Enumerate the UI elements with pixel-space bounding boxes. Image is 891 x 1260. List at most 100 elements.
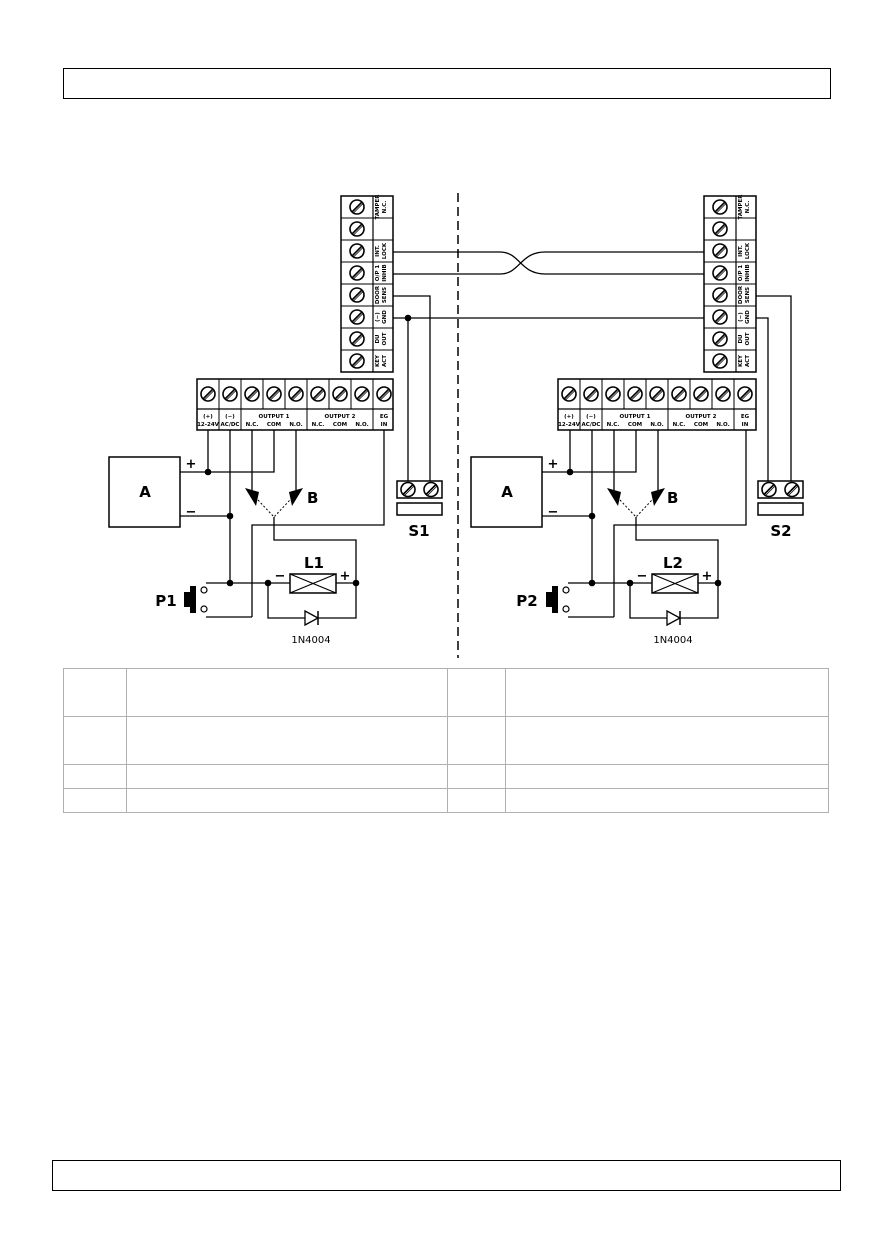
terminal-label: N.C. (246, 422, 259, 428)
terminal-screw-icon (671, 386, 687, 402)
legend-cell (63, 716, 127, 765)
terminal-screw-icon (737, 386, 753, 402)
terminal-label: IN (381, 422, 388, 428)
legend-cell (126, 788, 448, 813)
terminal-screw-icon (354, 386, 370, 402)
sensor-label-left: S1 (408, 522, 429, 540)
legend-cell (447, 668, 506, 717)
terminal-screw-icon (627, 386, 643, 402)
terminal-label: ACT (382, 355, 388, 367)
table-row (63, 668, 829, 717)
terminal-label: SENS (745, 287, 751, 303)
header-box (63, 68, 831, 99)
terminal-label: (−) (375, 312, 381, 322)
lock-plus-right: + (702, 569, 713, 584)
terminal-label: COM (628, 422, 642, 428)
terminal-label: N.O. (289, 422, 302, 428)
terminal-screw-icon (349, 287, 365, 303)
terminal-screw-icon (349, 309, 365, 325)
terminal-screw-icon (561, 386, 577, 402)
terminal-screw-icon (310, 386, 326, 402)
terminal-screw-icon (288, 386, 304, 402)
legend-cell (63, 764, 127, 789)
legend-cell (447, 788, 506, 813)
terminal-label: OUTPUT 2 (325, 414, 356, 420)
terminal-label: N.C. (745, 201, 751, 214)
terminal-label: (+) (564, 414, 574, 420)
terminal-label: EG (380, 414, 389, 420)
terminal-label: (−) (225, 414, 235, 420)
terminal-screw-icon (712, 309, 728, 325)
terminal-screw-icon (712, 199, 728, 215)
terminal-label: N.O. (355, 422, 368, 428)
terminal-label: COM (267, 422, 281, 428)
table-row (63, 788, 829, 813)
terminal-screw-icon (712, 331, 728, 347)
button-label-right: P2 (516, 592, 537, 610)
terminal-label: OUTPUT 2 (686, 414, 717, 420)
terminal-label: INT. (375, 245, 381, 257)
legend-cell (505, 668, 829, 717)
supply-plus-right: + (548, 457, 559, 472)
terminal-label: AC/DC (221, 422, 240, 428)
terminal-screw-icon (349, 331, 365, 347)
terminal-label: 12-24V (197, 422, 220, 428)
terminal-label: O/P 1 (375, 265, 381, 282)
terminal-screw-icon (349, 265, 365, 281)
terminal-screw-icon (712, 287, 728, 303)
terminal-label: LOCK (382, 242, 388, 259)
terminal-label: EG (741, 414, 750, 420)
terminal-screw-icon (349, 199, 365, 215)
lock-label-right: L2 (663, 554, 683, 572)
table-row (63, 764, 829, 789)
terminal-label: 12-24V (558, 422, 581, 428)
sensor-label-right: S2 (770, 522, 791, 540)
legend-cell (63, 668, 127, 717)
terminal-label: TAMPER (375, 194, 381, 220)
diode-label-right: 1N4004 (653, 635, 692, 646)
terminal-label: INT. (738, 245, 744, 257)
terminal-screw-icon (693, 386, 709, 402)
terminal-label: COM (694, 422, 708, 428)
terminal-label: INHIB (382, 264, 388, 282)
terminal-label: GND (745, 310, 751, 324)
legend-cell (63, 788, 127, 813)
terminal-label: INHIB (745, 264, 751, 282)
terminal-label: O/P 1 (738, 265, 744, 282)
supply-minus-right: − (548, 505, 559, 520)
terminal-screw-icon (712, 353, 728, 369)
power-supply-label-left: A (139, 483, 151, 501)
terminal-label: N.C. (312, 422, 325, 428)
legend-table (63, 668, 829, 813)
terminal-label: KEY (375, 354, 381, 367)
terminal-label: AC/DC (582, 422, 601, 428)
terminal-screw-icon (222, 386, 238, 402)
legend-cell (126, 716, 448, 765)
terminal-screw-icon (349, 243, 365, 259)
legend-cell (505, 788, 829, 813)
terminal-screw-icon (376, 386, 392, 402)
legend-cell (447, 764, 506, 789)
terminal-label: DU (375, 334, 381, 343)
terminal-screw-icon (715, 386, 731, 402)
button-label-left: P1 (155, 592, 176, 610)
terminal-screw-icon (349, 353, 365, 369)
legend-cell (505, 716, 829, 765)
legend-cell (126, 764, 448, 789)
terminal-label: ACT (745, 355, 751, 367)
terminal-screw-icon (712, 243, 728, 259)
terminal-label: SENS (382, 287, 388, 303)
relay-label-right: B (667, 489, 678, 507)
terminal-screw-icon (200, 386, 216, 402)
lock-minus-right: − (637, 569, 648, 584)
terminal-label: GND (382, 310, 388, 324)
terminal-label: N.C. (382, 201, 388, 214)
terminal-label: OUTPUT 1 (259, 414, 290, 420)
terminal-label: DU (738, 334, 744, 343)
terminal-screw-icon (583, 386, 599, 402)
terminal-label: DOOR (738, 285, 744, 304)
terminal-label: (+) (203, 414, 213, 420)
lock-label-left: L1 (304, 554, 324, 572)
